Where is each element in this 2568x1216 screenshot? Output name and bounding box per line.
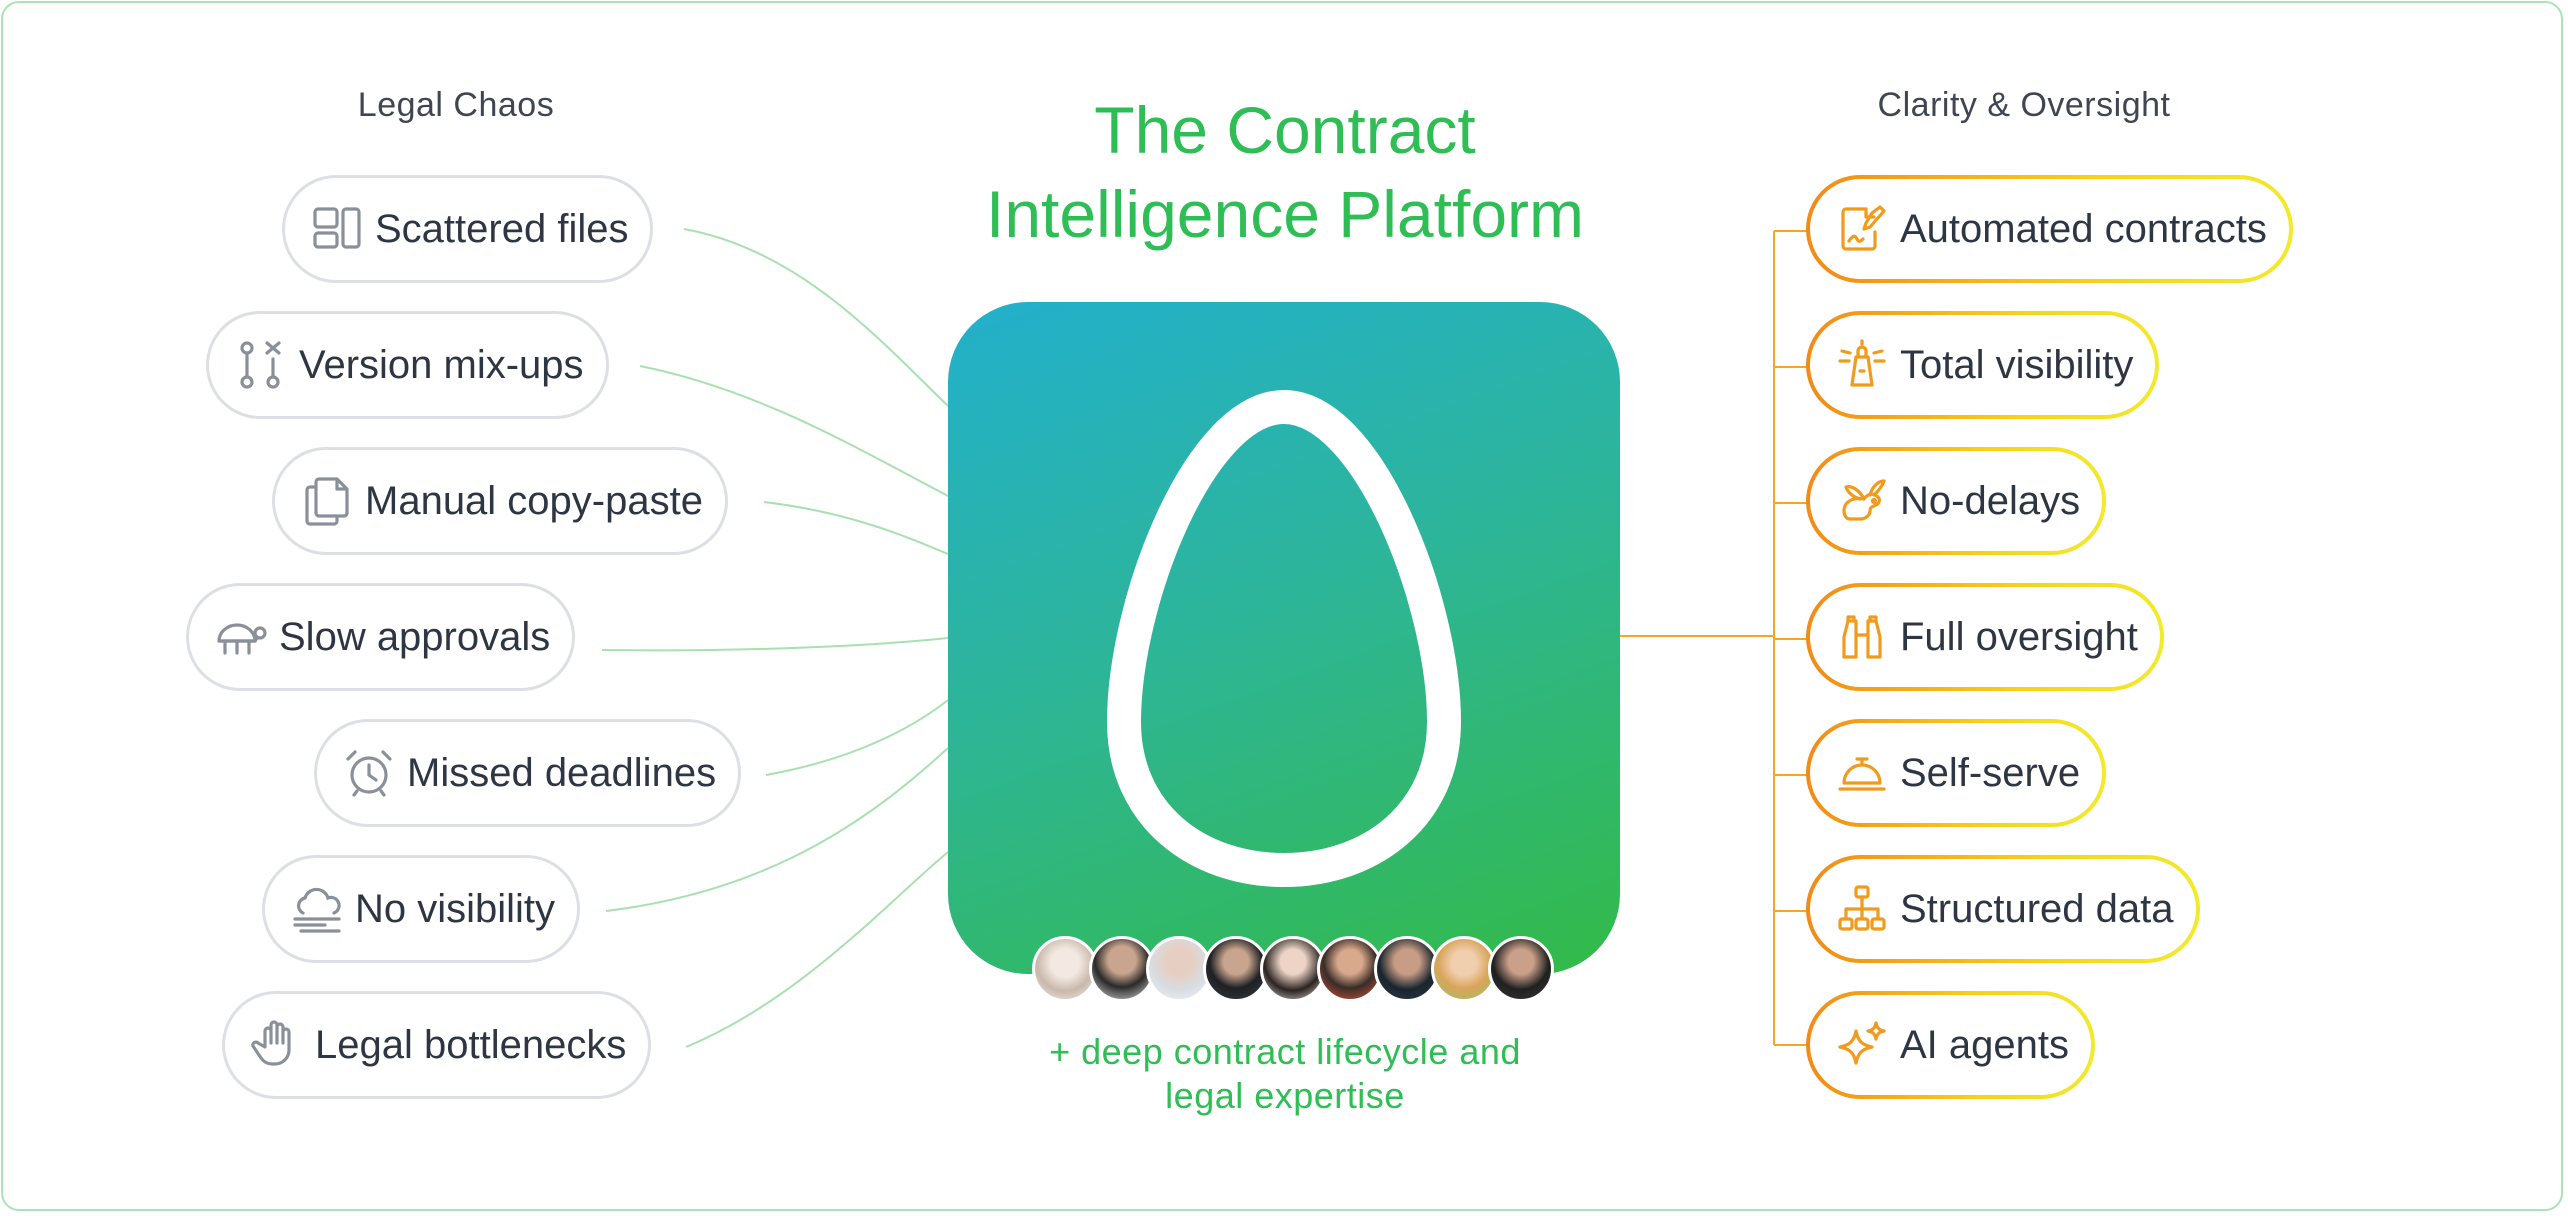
pill-no-delays: No-delays xyxy=(1806,447,2106,555)
right-column-title: Clarity & Oversight xyxy=(1877,86,2171,124)
pill-label: Missed deadlines xyxy=(407,750,717,795)
pill-structured-data: Structured data xyxy=(1806,855,2200,963)
avatar xyxy=(1146,936,1212,1002)
connector-slow-approvals xyxy=(601,637,949,652)
pill-label: AI agents xyxy=(1900,1022,2070,1067)
pill-label: No-delays xyxy=(1900,478,2081,523)
connector-legal-bottlenecks xyxy=(685,851,949,1048)
sparkles-icon xyxy=(1836,1019,1888,1071)
pill-label: Automated contracts xyxy=(1900,206,2267,251)
avatar xyxy=(1203,936,1269,1002)
tagline-line2: legal expertise xyxy=(1165,1075,1405,1116)
fog-cloud-icon xyxy=(291,883,343,935)
avatar xyxy=(1032,936,1098,1002)
connector-no-visibility xyxy=(605,747,949,912)
pill-missed-deadlines: Missed deadlines xyxy=(314,719,742,827)
hierarchy-icon xyxy=(1836,883,1888,935)
pill-label: Manual copy-paste xyxy=(365,478,703,523)
pill-label: Scattered files xyxy=(375,206,629,251)
alarm-clock-icon xyxy=(343,747,395,799)
platform-app-tile xyxy=(948,302,1620,974)
page-title-line1: The Contract xyxy=(1094,93,1476,167)
turtle-icon xyxy=(215,611,267,663)
egg-logo-icon xyxy=(1106,389,1462,888)
pill-no-visibility: No visibility xyxy=(262,855,581,963)
left-connectors xyxy=(601,228,949,1048)
tagline-line1: + deep contract lifecycle and xyxy=(1049,1031,1521,1072)
pill-label: Self-serve xyxy=(1900,750,2081,795)
pill-total-visibility: Total visibility xyxy=(1806,311,2159,419)
page-title-line2: Intelligence Platform xyxy=(986,177,1584,251)
rabbit-icon xyxy=(1836,475,1888,527)
pill-version-mix-ups: Version mix-ups xyxy=(206,311,609,419)
left-column-title: Legal Chaos xyxy=(357,86,555,124)
stop-hand-icon xyxy=(251,1019,303,1071)
connector-scattered-files xyxy=(683,228,949,407)
pill-legal-bottlenecks: Legal bottlenecks xyxy=(222,991,652,1099)
pill-full-oversight: Full oversight xyxy=(1806,583,2164,691)
version-branch-icon xyxy=(235,339,287,391)
pill-label: Version mix-ups xyxy=(299,342,584,387)
pill-manual-copy-paste: Manual copy-paste xyxy=(272,447,728,555)
service-bell-icon xyxy=(1836,747,1888,799)
signed-document-icon xyxy=(1836,203,1888,255)
connector-version-mix-ups xyxy=(639,365,949,497)
pill-scattered-files: Scattered files xyxy=(282,175,654,283)
avatar xyxy=(1488,936,1554,1002)
avatar xyxy=(1260,936,1326,1002)
page-title: The Contract Intelligence Platform xyxy=(910,88,1660,256)
pill-label: Legal bottlenecks xyxy=(315,1022,627,1067)
pill-label: Structured data xyxy=(1900,886,2174,931)
connector-missed-deadlines xyxy=(765,699,949,776)
copy-icon xyxy=(301,475,353,527)
pill-label: Total visibility xyxy=(1900,342,2134,387)
pill-label: Slow approvals xyxy=(279,614,551,659)
pill-label: Full oversight xyxy=(1900,614,2138,659)
tagline: + deep contract lifecycle and legal expe… xyxy=(960,1030,1610,1118)
right-connectors xyxy=(1620,230,1808,1046)
pill-automated-contracts: Automated contracts xyxy=(1806,175,2293,283)
lighthouse-icon xyxy=(1836,339,1888,391)
connector-manual-copy-paste xyxy=(763,501,949,555)
pill-ai-agents: AI agents xyxy=(1806,991,2095,1099)
pill-self-serve: Self-serve xyxy=(1806,719,2106,827)
team-avatars xyxy=(1032,936,1554,1002)
pill-label: No visibility xyxy=(355,886,556,931)
layout-blocks-icon xyxy=(311,203,363,255)
pill-slow-approvals: Slow approvals xyxy=(186,583,576,691)
binoculars-icon xyxy=(1836,611,1888,663)
